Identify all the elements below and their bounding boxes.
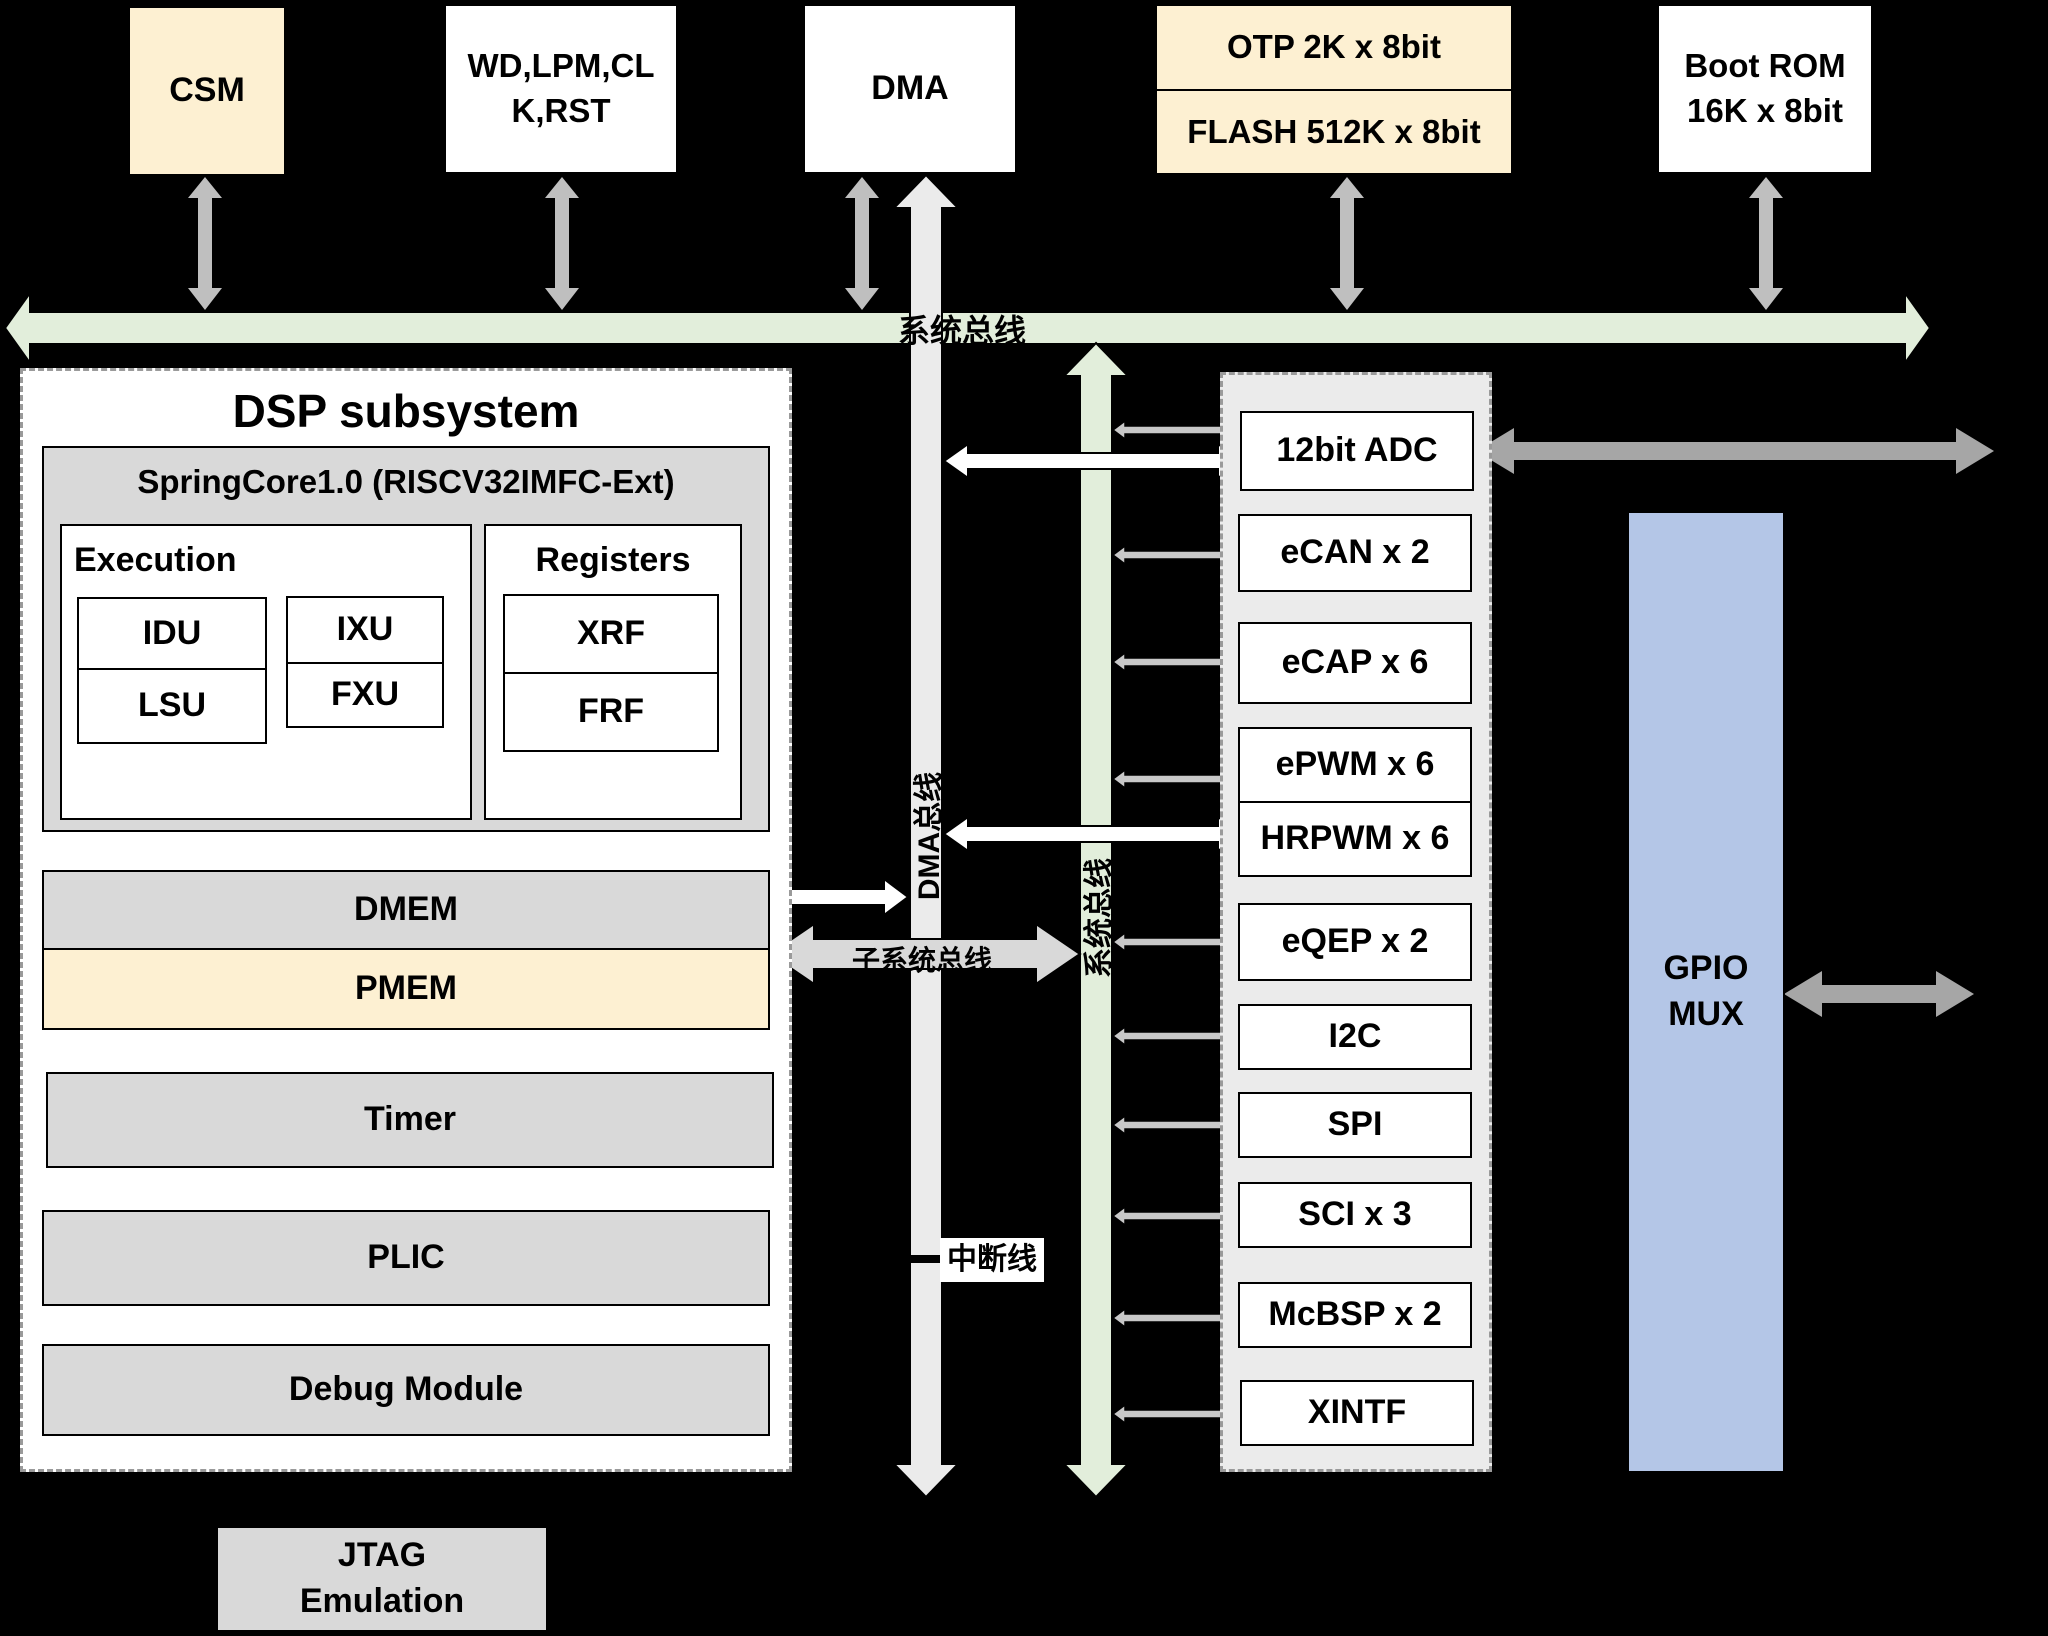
boot-bus-link <box>1749 177 1783 310</box>
xrf-label: XRF <box>577 614 645 653</box>
interrupt-line-tick <box>910 1255 940 1263</box>
dmem-block: DMEM <box>42 870 770 950</box>
flash-bus-link <box>1330 177 1364 310</box>
interrupt-line-label: 中断线 <box>940 1238 1044 1282</box>
plic-block: PLIC <box>42 1210 770 1306</box>
wd-label-line1: WD,LPM,CL <box>467 47 655 85</box>
hrpwm-block: HRPWM x 6 <box>1238 801 1472 877</box>
system-bus-arrow <box>3 289 1932 367</box>
lsu-block: LSU <box>77 668 267 744</box>
mcbsp-block: McBSP x 2 <box>1238 1282 1472 1348</box>
jtag-label-line1: JTAG <box>337 1536 427 1575</box>
xintf-label: XINTF <box>1307 1393 1407 1432</box>
system-bus-label: 系统总线 <box>898 313 1027 349</box>
dmem-dma-link <box>768 876 910 918</box>
hrpwm-label: HRPWM x 6 <box>1260 819 1450 858</box>
dma-bus-link <box>845 177 879 310</box>
csm-label: CSM <box>169 71 245 110</box>
lsu-label: LSU <box>138 686 206 725</box>
eqep-label: eQEP x 2 <box>1281 922 1429 961</box>
sci-label: SCI x 3 <box>1298 1195 1412 1234</box>
dmem-label: DMEM <box>354 890 458 929</box>
registers-label: Registers <box>535 541 691 579</box>
csm-bus-link <box>188 177 222 310</box>
dma-bus-label: DMA总线 <box>913 771 946 901</box>
system-bus-vertical-label: 系统总线 <box>1083 858 1116 978</box>
gpio-external-arrow <box>1784 971 1974 1017</box>
wd-label-line2: K,RST <box>511 92 611 129</box>
wd-lpm-clk-rst-block: WD,LPM,CL K,RST <box>444 4 678 174</box>
plic-label: PLIC <box>367 1238 445 1277</box>
sci-block: SCI x 3 <box>1238 1182 1472 1248</box>
gpio-label-line1: GPIO <box>1663 949 1749 988</box>
fxu-label: FXU <box>331 675 399 714</box>
execution-label: Execution <box>74 541 237 579</box>
timer-label: Timer <box>364 1100 456 1139</box>
debug-module-block: Debug Module <box>42 1344 770 1436</box>
debug-module-label: Debug Module <box>288 1370 524 1409</box>
jtag-label-line2: Emulation <box>299 1582 465 1620</box>
idu-label: IDU <box>142 613 202 652</box>
fxu-block: FXU <box>286 662 444 728</box>
dma-bus-arrow <box>891 173 961 1499</box>
ecap-label: eCAP x 6 <box>1281 643 1429 682</box>
epwm-label: ePWM x 6 <box>1275 745 1435 784</box>
mcbsp-label: McBSP x 2 <box>1268 1295 1442 1334</box>
frf-label: FRF <box>577 692 645 731</box>
dsp-subsystem-title: DSP subsystem <box>232 385 580 437</box>
pmem-label: PMEM <box>355 969 457 1008</box>
gpio-mux-block: GPIO MUX <box>1627 511 1785 1473</box>
otp-label: OTP 2K x 8bit <box>1227 28 1441 66</box>
epwm-block: ePWM x 6 <box>1238 727 1472 803</box>
subsystem-bus-label: 子系统总线 <box>852 945 993 976</box>
adc-block: 12bit ADC <box>1240 411 1474 491</box>
xintf-block: XINTF <box>1240 1380 1474 1446</box>
boot-label-line1: Boot ROM <box>1684 47 1846 85</box>
idu-block: IDU <box>77 597 267 670</box>
i2c-block: I2C <box>1238 1004 1472 1070</box>
adc-external-arrow <box>1476 428 1994 474</box>
system-bus-vertical-arrow <box>1061 341 1131 1499</box>
csm-block: CSM <box>128 6 286 176</box>
flash-block: FLASH 512K x 8bit <box>1155 89 1513 175</box>
spi-block: SPI <box>1238 1092 1472 1158</box>
jtag-emulation-block: JTAG Emulation <box>216 1526 548 1632</box>
ixu-label: IXU <box>336 610 394 649</box>
springcore-title: SpringCore1.0 (RISCV32IMFC-Ext) <box>137 463 675 500</box>
ixu-block: IXU <box>286 596 444 664</box>
frf-block: FRF <box>503 672 719 752</box>
dma-label: DMA <box>871 69 949 108</box>
i2c-label: I2C <box>1328 1017 1382 1056</box>
adc-label: 12bit ADC <box>1276 431 1438 470</box>
ecap-block: eCAP x 6 <box>1238 622 1472 704</box>
ecan-block: eCAN x 2 <box>1238 514 1472 592</box>
boot-rom-block: Boot ROM 16K x 8bit <box>1657 4 1873 174</box>
pmem-block: PMEM <box>42 948 770 1030</box>
flash-label: FLASH 512K x 8bit <box>1187 112 1481 150</box>
eqep-block: eQEP x 2 <box>1238 903 1472 981</box>
gpio-label-line2: MUX <box>1668 995 1744 1033</box>
timer-block: Timer <box>46 1072 774 1168</box>
subsystem-bus-arrow <box>768 922 1082 986</box>
xrf-block: XRF <box>503 594 719 674</box>
ecan-label: eCAN x 2 <box>1280 533 1430 572</box>
wd-bus-link <box>545 177 579 310</box>
otp-block: OTP 2K x 8bit <box>1155 4 1513 91</box>
boot-label-line2: 16K x 8bit <box>1687 92 1843 129</box>
spi-label: SPI <box>1327 1105 1383 1144</box>
dma-block: DMA <box>803 4 1017 174</box>
